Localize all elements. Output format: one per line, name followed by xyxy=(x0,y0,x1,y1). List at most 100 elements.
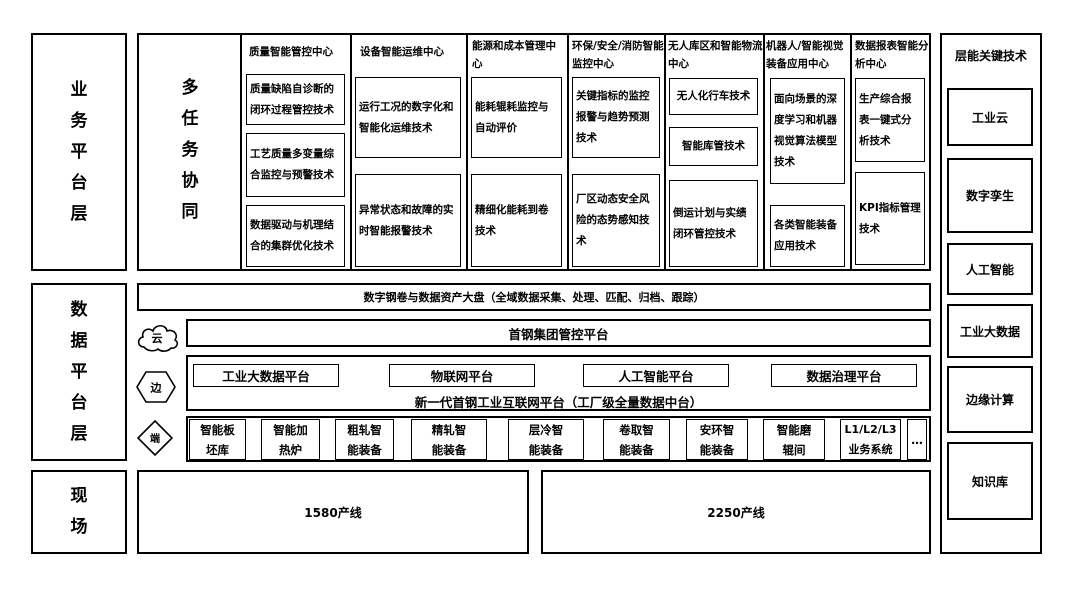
edge-icon: 边 xyxy=(136,371,176,403)
equipment-item: 智能加热炉 xyxy=(261,419,320,460)
equipment-item: 安环智能装备 xyxy=(686,419,748,460)
end-device-icon: 端 xyxy=(136,419,174,457)
column-divider xyxy=(240,33,242,271)
equipment-text: 卷取智能装备 xyxy=(619,422,654,457)
caption-text: 新一代首钢工业互联网平台（工厂级全量数据中台） xyxy=(414,394,703,410)
edge-platform-text: 数据治理平台 xyxy=(806,369,882,384)
multi-task-label: 多任务协同 xyxy=(160,70,220,230)
key-technology-title: 层能关键技术 xyxy=(940,44,1042,66)
tech-item: 倒运计划与实绩闭环管控技术 xyxy=(669,180,758,267)
edge-label: 边 xyxy=(150,381,163,395)
column-divider xyxy=(350,33,352,271)
key-tech-text: 工业大数据 xyxy=(959,324,1020,339)
key-tech-item: 数字孪生 xyxy=(947,158,1033,233)
center-title-environment: 环保/安全/消防智能监控中心 xyxy=(572,40,664,70)
equipment-text: 层冷智能装备 xyxy=(528,422,564,457)
equipment-text: … xyxy=(911,432,923,447)
tech-item: 智能库管技术 xyxy=(669,127,758,166)
edge-platform-text: 人工智能平台 xyxy=(618,369,694,384)
cloud-label: 云 xyxy=(152,332,163,345)
key-tech-text: 知识库 xyxy=(971,474,1008,489)
tech-item-text: 工艺质量多变量综合监控与预警技术 xyxy=(250,148,334,181)
tech-item: KPI指标管理技术 xyxy=(855,172,925,265)
center-title-robotics: 机器人/智能视觉装备应用中心 xyxy=(766,40,844,70)
tech-item-text: 各类智能装备应用技术 xyxy=(774,219,837,252)
tech-item: 数据驱动与机理结合的集群优化技术 xyxy=(246,205,345,267)
tech-item: 面向场景的深度学习和机器视觉算法模型技术 xyxy=(770,78,845,184)
tech-item-text: 异常状态和故障的实时智能报警技术 xyxy=(359,203,454,237)
layer-label-text: 业务平台层 xyxy=(70,79,88,224)
tech-item-text: 无人化行车技术 xyxy=(676,90,751,102)
shougang-group-control-platform: 首钢集团管控平台 xyxy=(186,319,931,347)
tech-item: 异常状态和故障的实时智能报警技术 xyxy=(355,174,461,267)
equipment-text: 精轧智能装备 xyxy=(431,422,467,457)
business-platform-layer-label: 业务平台层 xyxy=(31,33,127,271)
digital-coil-data-asset-band: 数字钢卷与数据资产大盘（全域数据采集、处理、匹配、归档、跟踪） xyxy=(137,283,931,311)
tech-item-text: 能耗辊耗监控与自动评价 xyxy=(475,100,549,134)
tech-item-text: 质量缺陷自诊断的闭环过程管控技术 xyxy=(250,82,334,116)
platform-text: 首钢集团管控平台 xyxy=(508,326,609,342)
equipment-more: … xyxy=(907,419,927,460)
equipment-item: 智能板坯库 xyxy=(189,419,246,460)
equipment-item: 智能磨辊间 xyxy=(763,419,825,460)
center-title-quality: 质量智能管控中心 xyxy=(249,46,333,58)
key-tech-item: 工业大数据 xyxy=(947,304,1033,358)
center-title-energy: 能源和成本管理中心 xyxy=(472,40,556,70)
key-tech-text: 边缘计算 xyxy=(965,393,1014,407)
equipment-item: 粗轧智能装备 xyxy=(335,419,394,460)
tech-item: 各类智能装备应用技术 xyxy=(770,205,845,267)
tech-item: 无人化行车技术 xyxy=(669,78,758,115)
edge-platform-item: 工业大数据平台 xyxy=(193,364,339,387)
equipment-item: 层冷智能装备 xyxy=(508,419,584,460)
center-title-equipment: 设备智能运维中心 xyxy=(360,46,444,58)
line-text: 1580产线 xyxy=(304,505,362,520)
center-title-reporting: 数据报表智能分析中心 xyxy=(855,40,929,70)
key-tech-text: 人工智能 xyxy=(965,262,1014,277)
column-divider xyxy=(763,33,765,271)
tech-item-text: 倒运计划与实绩闭环管控技术 xyxy=(673,206,747,240)
line-text: 2250产线 xyxy=(707,505,765,520)
tech-item: 运行工况的数字化和智能化运维技术 xyxy=(355,77,461,158)
equipment-item: 卷取智能装备 xyxy=(603,419,670,460)
edge-platform-text: 工业大数据平台 xyxy=(222,369,310,384)
tech-item: 能耗辊耗监控与自动评价 xyxy=(471,77,562,158)
tech-item-text: 数据驱动与机理结合的集群优化技术 xyxy=(250,219,334,252)
edge-platform-item: 数据治理平台 xyxy=(771,364,917,387)
edge-platform-caption: 新一代首钢工业互联网平台（工厂级全量数据中台） xyxy=(186,391,931,411)
tech-item-text: 运行工况的数字化和智能化运维技术 xyxy=(359,100,454,134)
equipment-text: 智能板坯库 xyxy=(200,422,235,457)
tech-item-text: 精细化能耗到卷技术 xyxy=(475,203,549,237)
column-divider xyxy=(850,33,852,271)
tech-item: 生产综合报表一键式分析技术 xyxy=(855,78,925,162)
tech-item-text: KPI指标管理技术 xyxy=(859,201,921,235)
key-tech-text: 工业云 xyxy=(971,110,1008,125)
key-tech-item: 工业云 xyxy=(947,88,1033,146)
tech-item-text: 智能库管技术 xyxy=(682,140,745,152)
production-line-2250: 2250产线 xyxy=(541,470,931,554)
tech-item-text: 面向场景的深度学习和机器视觉算法模型技术 xyxy=(774,93,837,168)
cloud-icon: 云 xyxy=(137,324,179,352)
tech-item-text: 生产综合报表一键式分析技术 xyxy=(859,92,912,147)
key-tech-item: 边缘计算 xyxy=(947,366,1033,433)
data-platform-layer-label: 数据平台层 xyxy=(31,283,127,461)
tech-item: 精细化能耗到卷技术 xyxy=(471,174,562,267)
tech-item: 质量缺陷自诊断的闭环过程管控技术 xyxy=(246,74,345,125)
layer-label-text: 数据平台层 xyxy=(70,299,88,444)
tech-item: 厂区动态安全风险的态势感知技术 xyxy=(572,174,660,267)
band-text: 数字钢卷与数据资产大盘（全域数据采集、处理、匹配、归档、跟踪） xyxy=(363,291,705,304)
edge-platform-item: 物联网平台 xyxy=(389,364,535,387)
field-layer-label: 现场 xyxy=(31,470,127,554)
equipment-item: L1/L2/L3业务系统 xyxy=(840,419,901,460)
production-line-1580: 1580产线 xyxy=(137,470,529,554)
tech-item-text: 关键指标的监控报警与趋势预测技术 xyxy=(576,90,650,144)
tech-item-text: 厂区动态安全风险的态势感知技术 xyxy=(576,193,650,247)
equipment-item: 精轧智能装备 xyxy=(411,419,487,460)
equipment-text: 安环智能装备 xyxy=(699,422,735,457)
equipment-text: 智能加热炉 xyxy=(273,422,308,457)
multi-task-text: 多任务协同 xyxy=(181,77,199,222)
layer-label-text: 现场 xyxy=(70,486,88,537)
edge-platform-text: 物联网平台 xyxy=(430,369,494,384)
end-label: 端 xyxy=(150,432,160,445)
column-divider xyxy=(664,33,666,271)
center-title-logistics: 无人库区和智能物流中心 xyxy=(668,40,763,70)
